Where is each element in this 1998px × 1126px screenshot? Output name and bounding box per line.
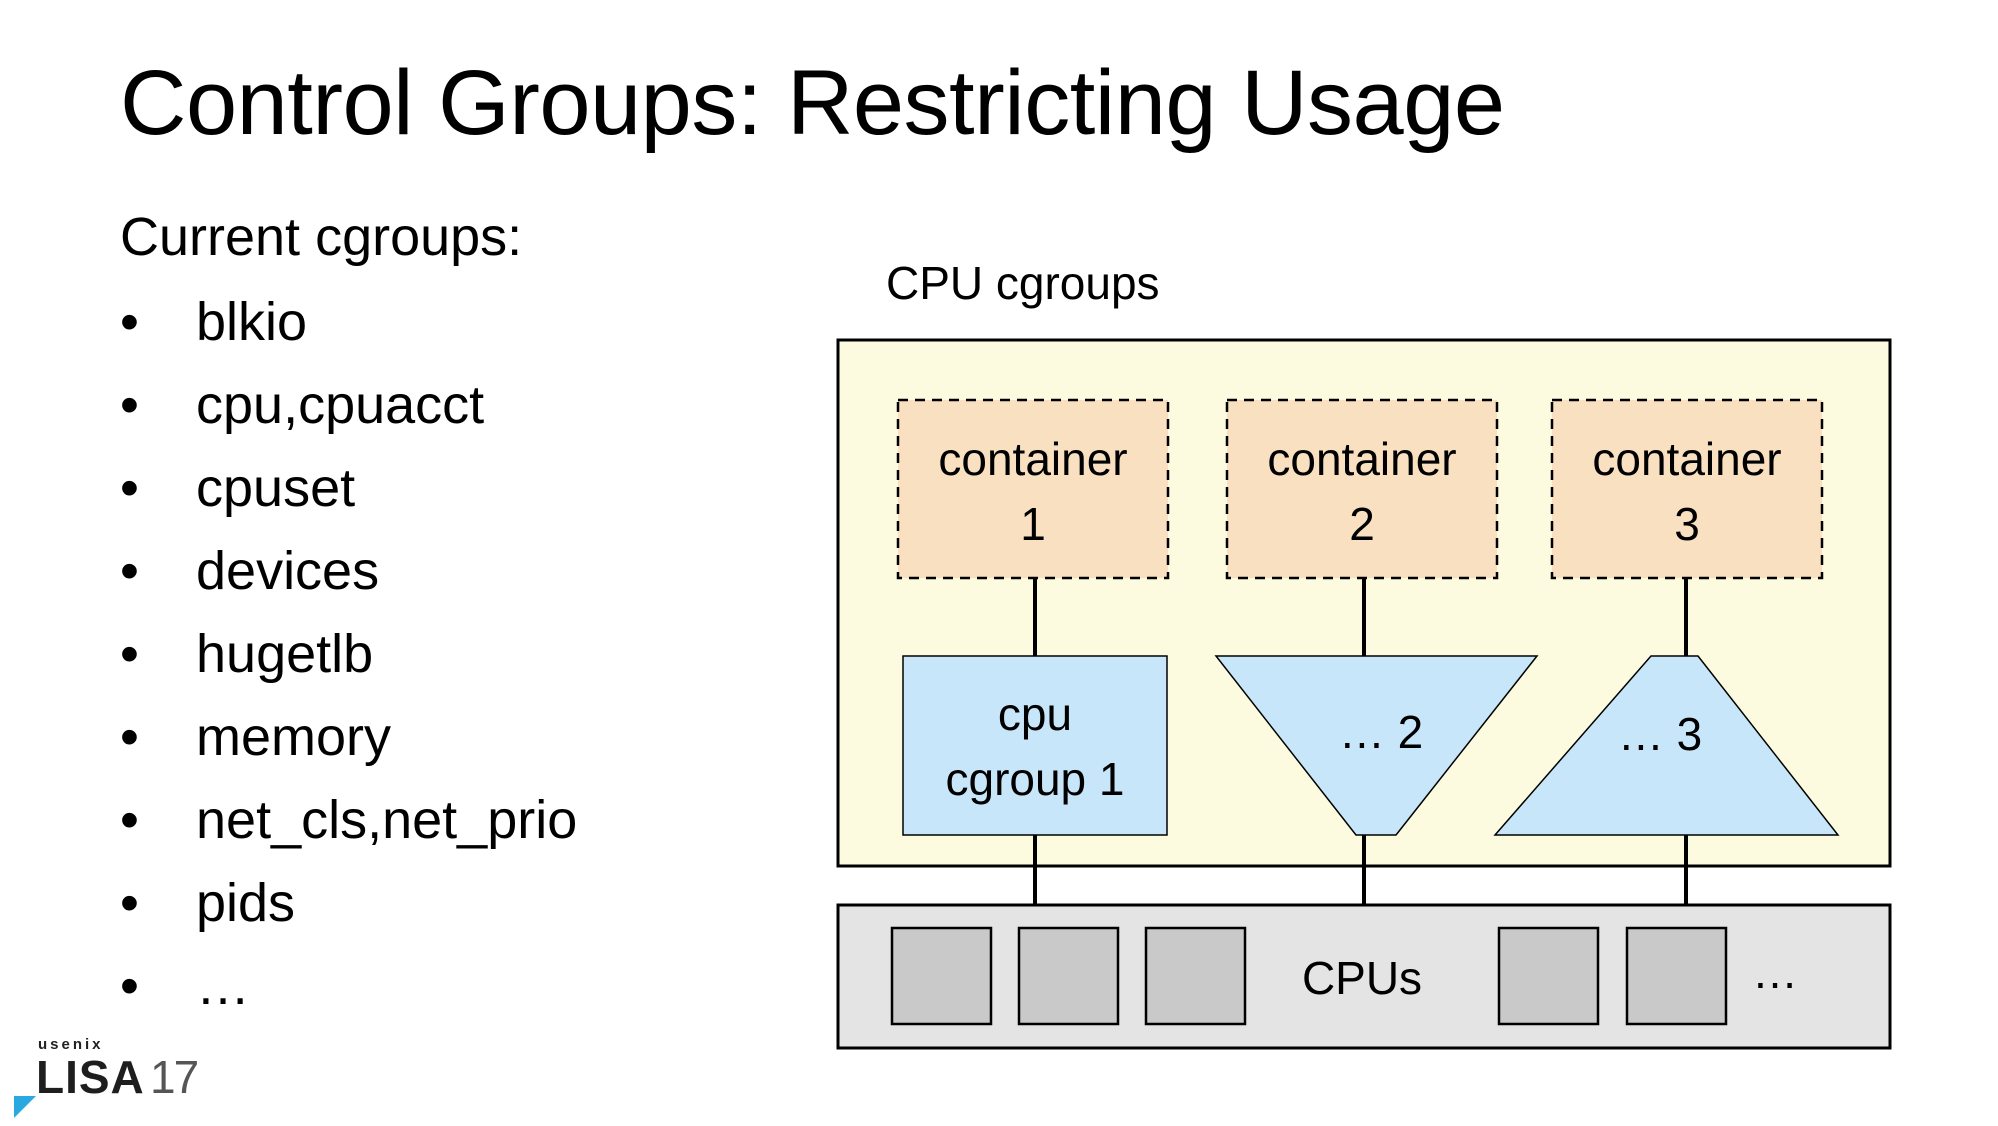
bullet-icon: •: [120, 707, 139, 767]
cpus-ellipsis: …: [1752, 946, 1798, 998]
list-item-label: cpu,cpuacct: [196, 375, 485, 435]
container-1-number: 1: [1020, 498, 1046, 550]
bullet-icon: •: [120, 458, 139, 518]
logo-lisa-text: LISA: [36, 1051, 145, 1103]
bullet-icon: •: [120, 375, 139, 435]
cgroup-2-label: … 2: [1339, 706, 1423, 758]
container-2-label: container: [1267, 433, 1456, 485]
cpu-cgroup-1-label-line2: cgroup 1: [945, 753, 1124, 805]
cpu-cgroups-label: CPU cgroups: [886, 257, 1160, 309]
cgroup-3-trapezoid: [1493, 655, 1840, 836]
cpu-core-box: [890, 926, 993, 1026]
cpu-cgroup-1-box: [902, 655, 1168, 836]
cpu-core-box: [1144, 926, 1247, 1026]
bullet-icon: •: [120, 624, 139, 684]
lisa17-logo: usenix LISA 17: [14, 1036, 204, 1126]
container-3-number: 3: [1674, 498, 1700, 550]
bullet-icon: •: [120, 790, 139, 850]
bullet-icon: •: [120, 873, 139, 933]
list-item-label: pids: [196, 873, 296, 933]
list-item-label: memory: [196, 707, 392, 767]
cgroup-3-label: … 3: [1618, 708, 1702, 760]
logo-usenix-text: usenix: [38, 1036, 104, 1053]
list-item-label: blkio: [196, 292, 308, 352]
container-1-label: container: [938, 433, 1127, 485]
container-3-label: container: [1592, 433, 1781, 485]
container-2-box: [1225, 398, 1499, 580]
container-1-box: [896, 398, 1170, 580]
bullet-icon: •: [120, 541, 139, 601]
container-2-number: 2: [1349, 498, 1375, 550]
bullet-icon: •: [120, 956, 139, 1016]
list-item-label: hugetlb: [196, 624, 374, 684]
logo-mark-icon: [14, 1096, 36, 1118]
list-item-label: cpuset: [196, 458, 356, 518]
cpu-core-box: [1497, 926, 1600, 1026]
current-cgroups-heading: Current cgroups:: [120, 207, 523, 267]
logo-year-text: 17: [150, 1051, 199, 1103]
cpu-core-box: [1625, 926, 1728, 1026]
cgroup-2-funnel: [1214, 655, 1539, 836]
container-3-box: [1550, 398, 1824, 580]
bullet-icon: •: [120, 292, 139, 352]
list-item-label: …: [196, 956, 250, 1016]
cpus-label: CPUs: [1302, 952, 1422, 1004]
list-item-label: net_cls,net_prio: [196, 790, 578, 850]
cpu-core-box: [1017, 926, 1120, 1026]
list-item-label: devices: [196, 541, 380, 601]
cpu-cgroup-1-label: cpu: [998, 688, 1072, 740]
slide-title: Control Groups: Restricting Usage: [120, 52, 1505, 154]
